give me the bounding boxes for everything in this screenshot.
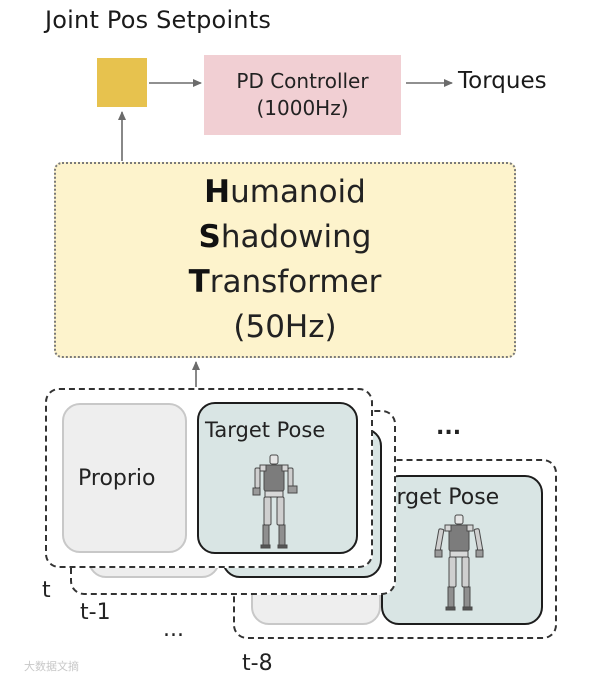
joint-pos-setpoints-title: Joint Pos Setpoints	[45, 6, 272, 34]
watermark-text: 大数据文摘	[24, 660, 79, 673]
time-label-t: t	[42, 578, 51, 603]
proprio-label: Proprio	[78, 466, 156, 491]
frame-t: Proprio Target Pose	[45, 388, 373, 568]
target-pose-label-t-minus-8: arget Pose	[383, 485, 500, 510]
time-label-t-minus-8: t-8	[242, 651, 273, 676]
ellipsis-bottom: ...	[163, 617, 184, 642]
pd-controller-rate: (1000Hz)	[256, 96, 349, 120]
pd-controller-label: PD Controller	[236, 69, 369, 93]
transformer-box: Humanoid Shadowing Transformer (50Hz)	[54, 162, 516, 358]
humanoid-robot-icon	[252, 454, 298, 549]
target-pose-label-t: Target Pose	[205, 418, 326, 442]
proprio-box-t: Proprio	[62, 403, 187, 553]
humanoid-robot-icon-t-minus-8	[434, 514, 484, 611]
transformer-line-shadowing: Shadowing	[198, 219, 372, 255]
ellipsis-top: ...	[436, 415, 462, 440]
transformer-line-humanoid: Humanoid	[204, 174, 366, 210]
torques-label: Torques	[458, 68, 547, 94]
transformer-line-transformer: Transformer	[188, 264, 382, 300]
pd-controller-box: PD Controller (1000Hz)	[204, 55, 401, 135]
setpoint-block	[97, 58, 147, 107]
transformer-rate: (50Hz)	[233, 309, 337, 345]
time-label-t-minus-1: t-1	[80, 600, 111, 625]
